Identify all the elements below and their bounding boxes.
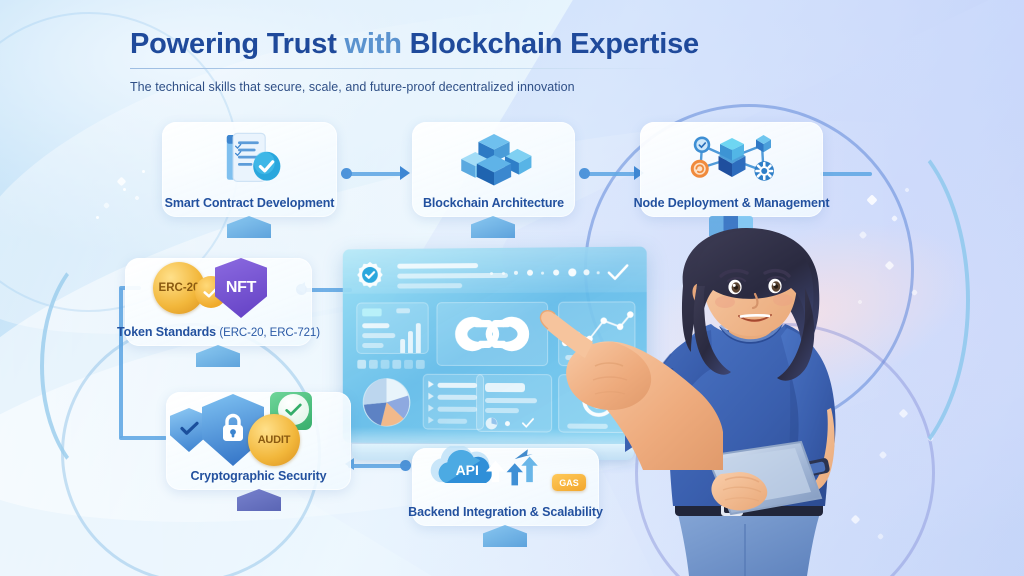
isometric-cubes-icon [412, 122, 575, 196]
card-pedestal [471, 216, 515, 238]
coin-nft-shield-icon: ERC-20 NFT [125, 258, 312, 325]
bar-chart-widget[interactable] [356, 302, 429, 354]
blockchain-analytics-dashboard[interactable] [342, 246, 647, 446]
card-pedestal [227, 216, 271, 238]
audit-coin-label: AUDIT [257, 434, 291, 446]
green-check-icon [278, 394, 309, 425]
title-part-secondary: Blockchain Expertise [409, 28, 700, 60]
card-pedestal [196, 345, 240, 367]
card-node-deployment-management[interactable]: Node Deployment & Management [634, 122, 830, 217]
nft-shield-label: NFT [225, 279, 257, 296]
cloud-api-arrows-icon: API GAS [412, 446, 599, 505]
card-label-sub: (ERC-20, ERC-721) [219, 327, 320, 339]
card-label: Backend Integration & Scalability [408, 505, 603, 519]
dashboard-title-line [397, 283, 463, 289]
card-label: Node Deployment & Management [633, 196, 830, 210]
title-divider [130, 68, 675, 69]
svg-text:API: API [456, 462, 479, 478]
card-pedestal [237, 489, 281, 511]
card-label: Token Standards (ERC-20, ERC-721) [117, 325, 320, 339]
pie-chart-widget[interactable] [358, 374, 415, 432]
page-subtitle: The technical skills that secure, scale,… [130, 80, 575, 94]
dashboard-title-line [397, 263, 479, 269]
shield-lock-audit-icon: AUDIT [166, 392, 351, 469]
card-smart-contract-development[interactable]: Smart Contract Development [162, 122, 337, 217]
pointing-hand [539, 310, 723, 470]
header: Powering Trust with Blockchain Expertise… [130, 28, 830, 94]
card-backend-integration-scalability[interactable]: API GAS Backend Integration & Scalabilit… [408, 446, 603, 526]
card-label-main: Token Standards [117, 325, 220, 339]
card-label: Cryptographic Security [190, 469, 327, 483]
chain-link-icon [444, 306, 540, 362]
dashboard-header-bar [342, 246, 647, 294]
document-check-icon [162, 122, 337, 196]
metrics-panel[interactable] [476, 373, 553, 433]
card-pedestal [483, 525, 527, 547]
card-label: Blockchain Architecture [422, 196, 565, 210]
page-title: Powering Trust with Blockchain Expertise [130, 28, 830, 61]
verified-check-icon [357, 261, 383, 288]
nft-shield-icon: NFT [215, 258, 267, 318]
card-cryptographic-security[interactable]: AUDIT Cryptographic Security [166, 392, 351, 490]
audit-coin-icon: AUDIT [248, 414, 300, 466]
network-nodes-icon [640, 122, 823, 196]
gas-badge-label: GAS [559, 477, 579, 488]
list-widget[interactable] [422, 373, 485, 430]
card-blockchain-architecture[interactable]: Blockchain Architecture [412, 122, 575, 217]
erc20-coin-label: ERC-20 [158, 282, 200, 294]
title-part-connector: with [336, 28, 410, 60]
title-part-primary: Powering Trust [130, 28, 337, 60]
card-label: Smart Contract Development [164, 196, 335, 210]
gas-badge: GAS [552, 474, 586, 491]
card-token-standards[interactable]: ERC-20 NFT Token Standards (ERC-20, ERC-… [117, 258, 320, 346]
